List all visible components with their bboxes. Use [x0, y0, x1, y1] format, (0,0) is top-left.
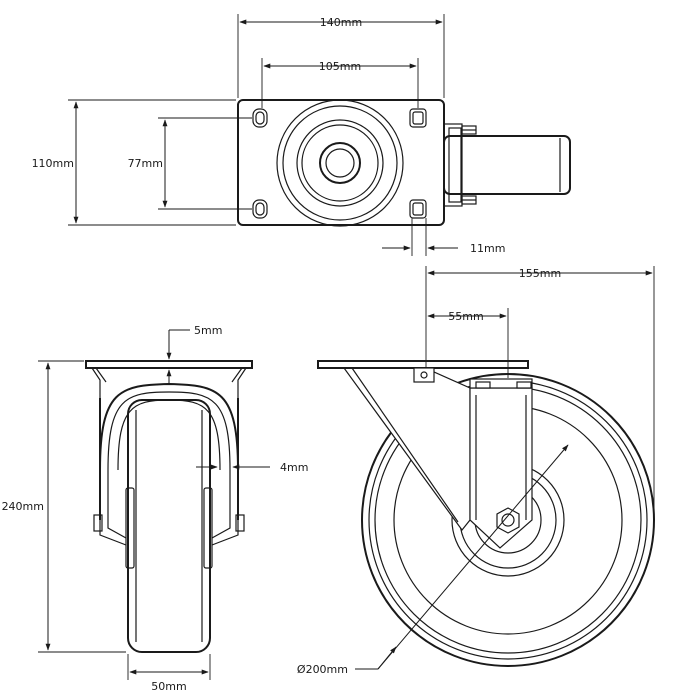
mount-hole-top-right: [409, 108, 427, 128]
front-wheel: [127, 399, 211, 653]
top-kingpin-ring: [319, 142, 361, 184]
label-240mm: 240mm: [2, 500, 44, 513]
side-dimensions: [355, 266, 655, 670]
front-plate: [85, 360, 253, 369]
label-50mm: 50mm: [151, 680, 186, 693]
label-diameter-200mm: Ø200mm: [297, 663, 348, 676]
axle-nut: [496, 507, 520, 534]
top-view: [237, 99, 571, 227]
label-4mm: 4mm: [280, 461, 308, 474]
mount-hole-top-left: [252, 108, 268, 128]
front-fork-outer: [99, 382, 239, 520]
label-155mm: 155mm: [519, 267, 561, 280]
side-view: [317, 360, 655, 667]
front-view: [85, 360, 253, 653]
label-5mm: 5mm: [194, 324, 222, 337]
top-ring-outer: [276, 99, 404, 227]
mount-hole-bottom-left: [252, 199, 268, 219]
top-dimensions: [68, 14, 458, 256]
label-77mm: 77mm: [128, 157, 163, 170]
label-105mm: 105mm: [319, 60, 361, 73]
side-plate: [317, 360, 529, 369]
label-110mm: 110mm: [32, 157, 74, 170]
front-dimensions: [38, 329, 270, 680]
mount-hole-bottom-right: [409, 199, 427, 219]
label-140mm: 140mm: [320, 16, 362, 29]
label-11mm: 11mm: [470, 242, 505, 255]
dim-line-diameter: [377, 444, 569, 670]
top-wheel-body: [443, 135, 571, 195]
label-55mm: 55mm: [448, 310, 483, 323]
dimension-labels: 140mm 105mm 110mm 77mm 11mm 155mm 55mm 5…: [2, 16, 562, 693]
